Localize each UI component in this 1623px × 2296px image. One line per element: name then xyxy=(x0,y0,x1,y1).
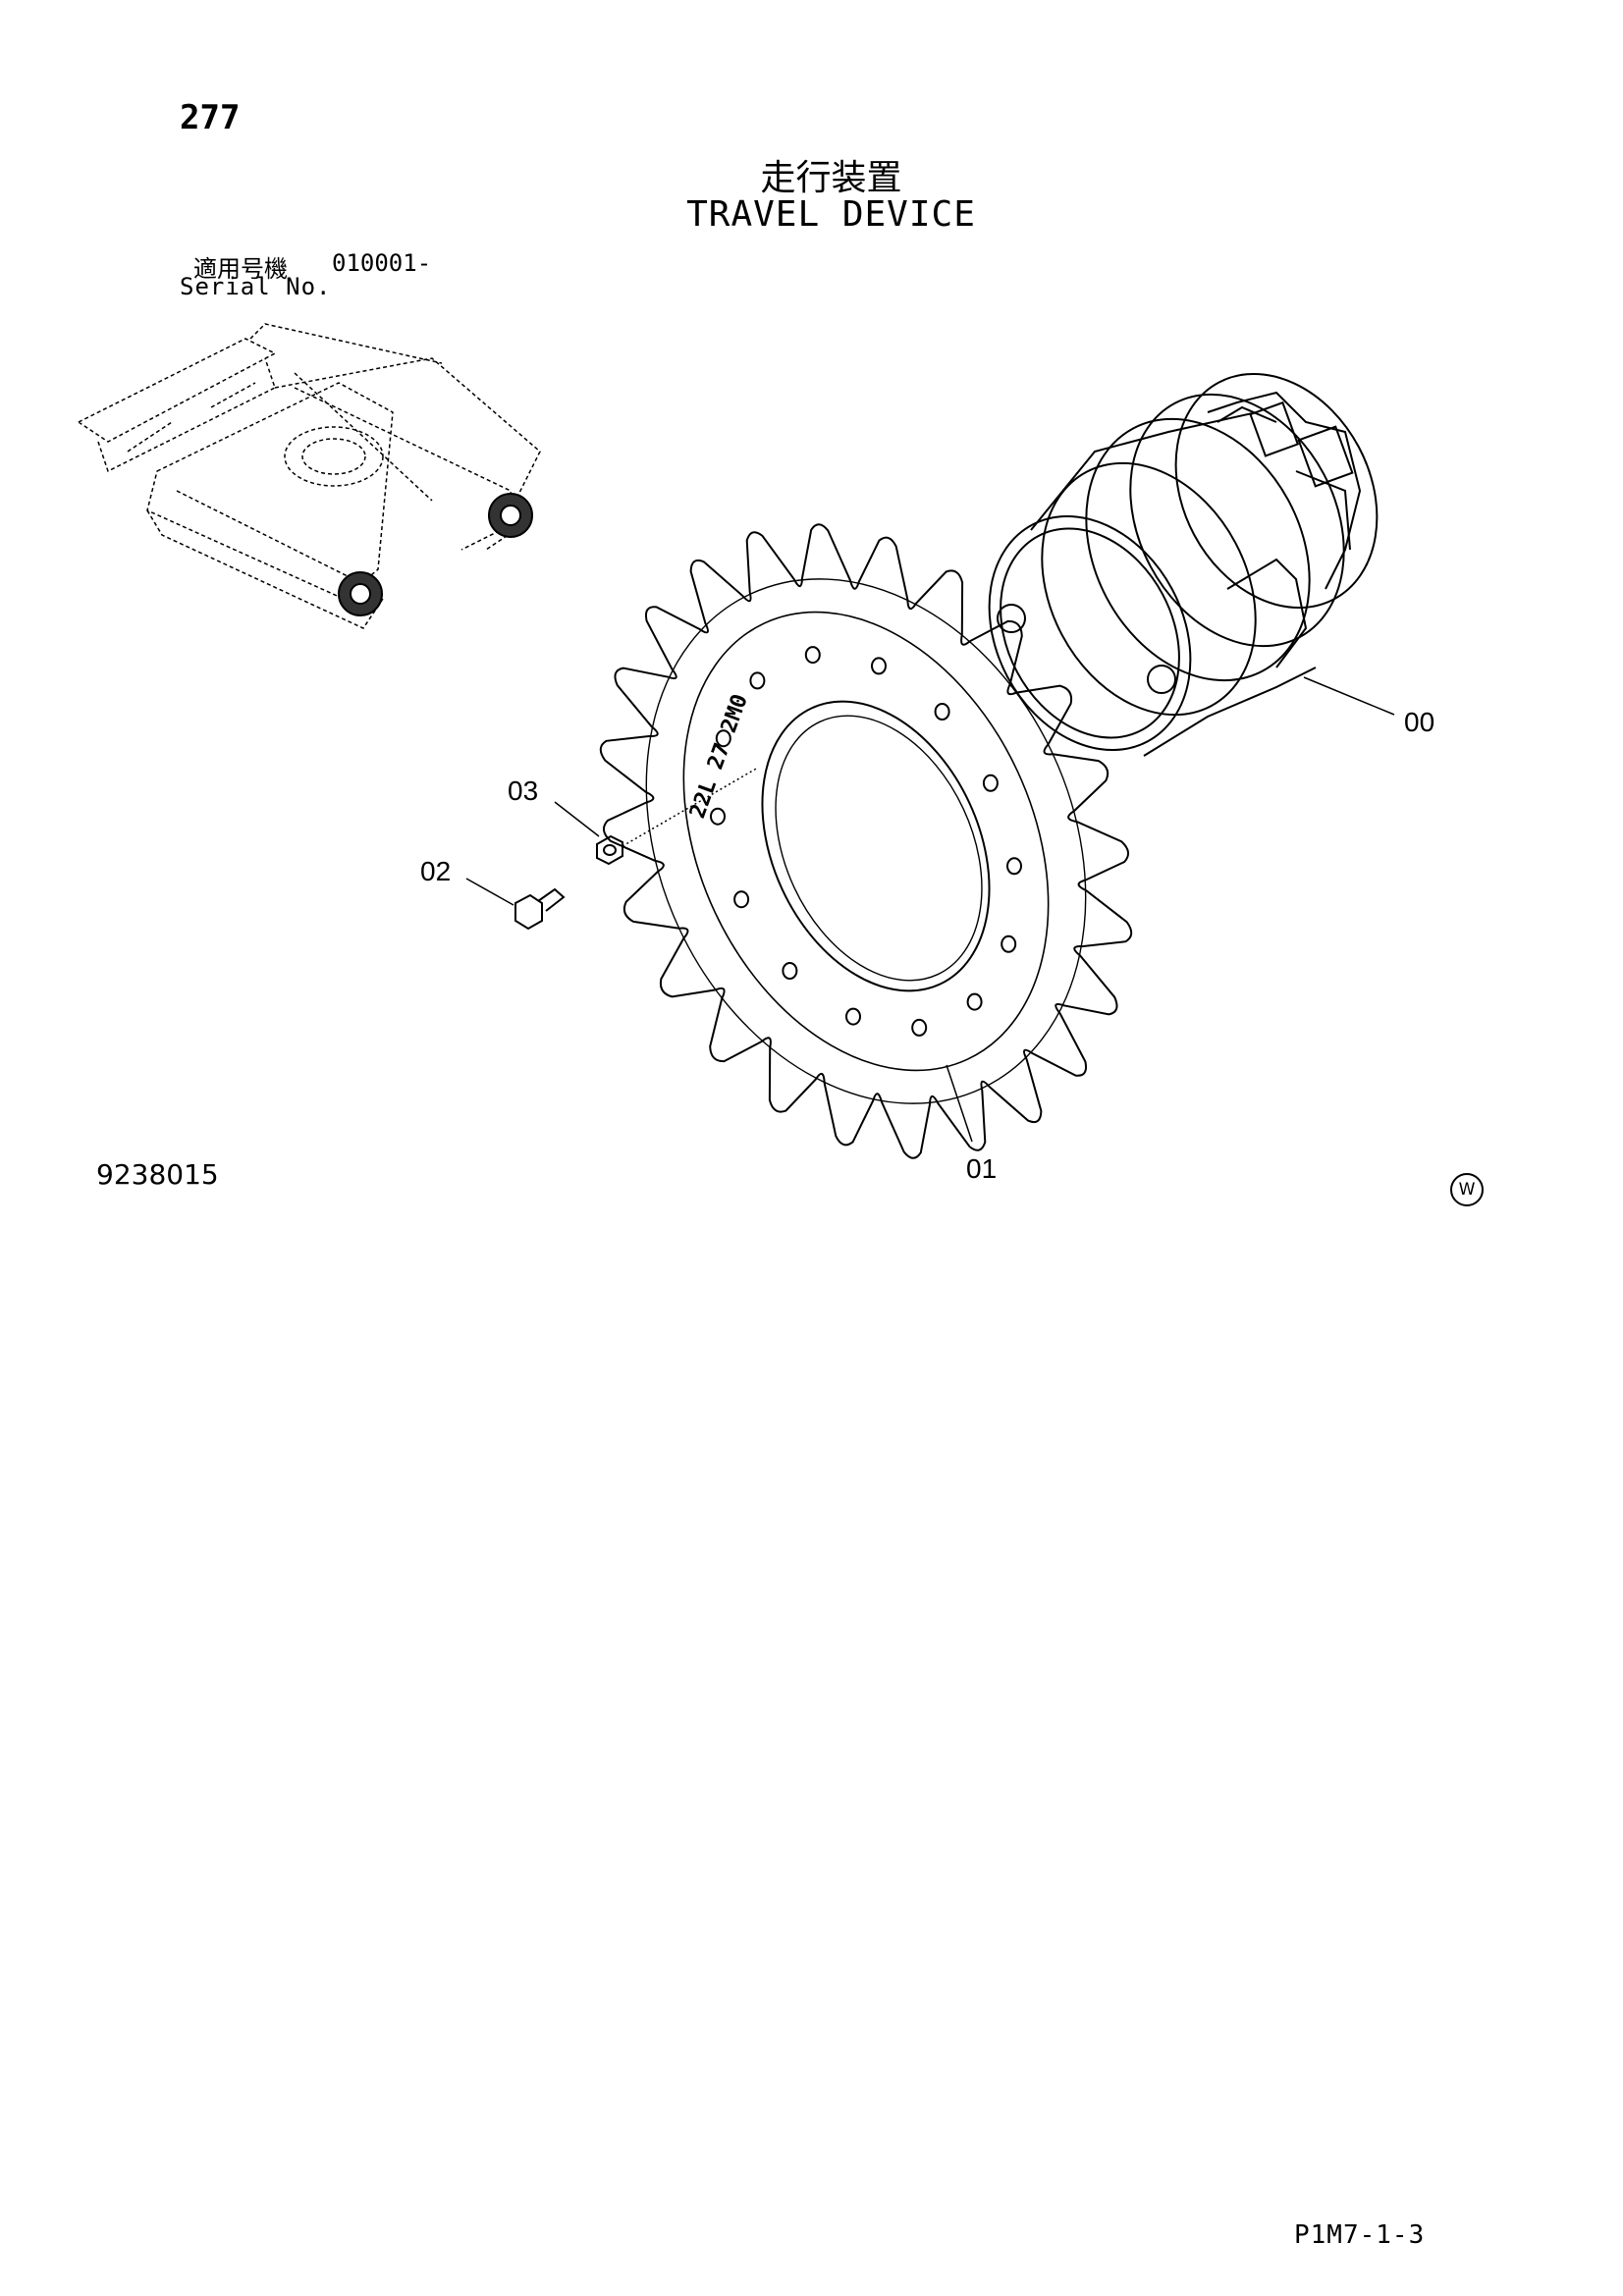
parts-drawing: 22L 27 2M0 00 01 02 03 xyxy=(77,323,1434,1184)
bolt-hole xyxy=(715,729,731,748)
drawing-number: 9238015 xyxy=(96,1158,219,1191)
serial-label-english: Serial No. xyxy=(180,273,332,300)
bolt-hole xyxy=(934,703,950,721)
title-japanese: 走行装置 xyxy=(760,158,902,198)
bolt-hole xyxy=(733,890,750,909)
travel-motor xyxy=(988,372,1379,757)
callout-00: 00 xyxy=(1404,707,1434,737)
bolt-hole xyxy=(871,657,887,675)
callout-01: 01 xyxy=(966,1153,997,1184)
bolt-hole xyxy=(749,671,766,690)
bolt-hole xyxy=(782,962,798,980)
serial-label-japanese: 適用号機 xyxy=(193,255,288,283)
undercarriage-overview xyxy=(77,323,541,629)
watermark-badge: W xyxy=(1450,1173,1484,1206)
nut-icon xyxy=(596,834,623,866)
sprocket xyxy=(599,523,1133,1159)
bolt-hole xyxy=(966,992,983,1011)
bolt-hole xyxy=(982,774,999,792)
callout-02: 02 xyxy=(420,856,451,886)
page-code: P1M7-1-3 xyxy=(1294,2220,1426,2250)
bolt-hole xyxy=(911,1018,928,1037)
bolt-hole xyxy=(1006,857,1022,876)
leader-lines xyxy=(465,676,1395,1143)
sprocket-small-icon xyxy=(338,493,533,616)
sprocket-marking: 22L 27 2M0 xyxy=(685,691,753,822)
callout-03: 03 xyxy=(508,775,538,806)
bolt-hole xyxy=(1001,934,1017,953)
bolt-hole xyxy=(710,807,726,826)
serial-value: 010001- xyxy=(332,249,432,277)
bolt-hole xyxy=(845,1007,861,1026)
sprocket-bolt-holes xyxy=(710,646,1022,1037)
page-number: 277 xyxy=(180,98,241,137)
bolt-hole xyxy=(804,646,821,665)
title-english: TRAVEL DEVICE xyxy=(686,194,976,235)
bolt-icon xyxy=(514,887,566,931)
